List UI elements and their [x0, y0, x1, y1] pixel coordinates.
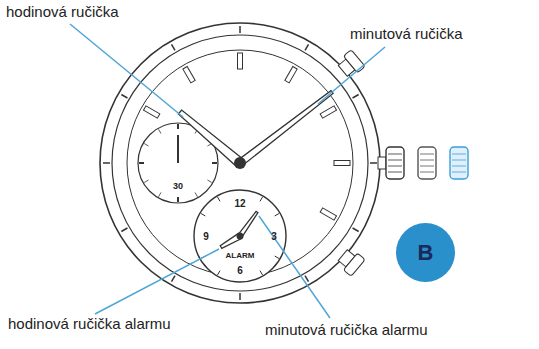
- leader-line: [259, 216, 330, 318]
- hour-marker: [285, 66, 297, 82]
- minute-hand: [238, 91, 333, 166]
- subdial-tick: [212, 162, 217, 164]
- dial-number: ALARM: [226, 252, 255, 261]
- leader-line: [95, 249, 219, 314]
- subdial-tick: [195, 192, 198, 196]
- callout-label: minutová ručička alarmu: [265, 322, 428, 339]
- leader-line: [70, 24, 183, 117]
- subdial-tick: [139, 162, 144, 164]
- dial-number: 6: [237, 265, 243, 276]
- callout-label: hodinová ručička alarmu: [8, 316, 171, 333]
- bezel-tick: [103, 162, 110, 164]
- subdial-tick: [260, 271, 263, 275]
- subdial-tick: [177, 197, 179, 202]
- pusher: [336, 50, 365, 80]
- bezel-tick: [305, 44, 309, 50]
- crown-position-active: [450, 147, 468, 179]
- bezel-tick: [370, 162, 377, 164]
- hour-marker: [320, 208, 336, 220]
- bezel-tick: [121, 228, 127, 232]
- crown-position: [418, 147, 436, 179]
- bezel-tick: [172, 276, 176, 282]
- subdial-tick: [275, 256, 279, 259]
- dial-number: 3: [271, 231, 277, 242]
- hour-marker: [334, 161, 350, 166]
- subdial-tick: [144, 180, 148, 183]
- hour-marker: [143, 106, 159, 118]
- subdial-hand: [177, 135, 179, 163]
- subdial-tick: [218, 271, 221, 275]
- centre-cap: [234, 157, 246, 169]
- hour-marker: [238, 53, 243, 69]
- subdial-tick: [159, 192, 162, 196]
- alarm-subdial: [194, 190, 286, 282]
- bezel-tick: [172, 44, 176, 50]
- bezel-ring: [112, 35, 368, 291]
- alarm-hand-cap: [237, 233, 244, 240]
- subdial-tick: [201, 214, 205, 217]
- watch-case: [100, 23, 380, 303]
- callout-label: minutová ručička: [350, 26, 463, 43]
- subdial-tick: [177, 124, 179, 129]
- subdial-tick: [218, 197, 221, 201]
- subdial-tick: [260, 197, 263, 201]
- badge-letter: B: [395, 222, 456, 283]
- bezel-tick: [239, 26, 241, 33]
- subdial-tick: [144, 144, 148, 147]
- subdial-tick: [275, 214, 279, 217]
- hour-hand: [178, 110, 243, 167]
- hour-marker: [320, 106, 336, 118]
- bezel-tick: [121, 95, 127, 99]
- bezel-tick: [305, 276, 309, 282]
- pusher: [336, 247, 365, 277]
- callout-label: hodinová ručička: [6, 4, 119, 21]
- dial-number: 9: [203, 231, 209, 242]
- bezel-tick: [353, 95, 359, 99]
- bezel-tick: [239, 293, 241, 300]
- hour-marker: [183, 66, 195, 82]
- bezel-tick: [353, 228, 359, 232]
- badge-circle: B: [395, 222, 456, 283]
- leader-line: [318, 47, 385, 104]
- subdial-tick: [159, 129, 162, 133]
- subdial-tick: [207, 180, 211, 183]
- badge-fill: [396, 223, 455, 282]
- dial-number: 12: [234, 198, 245, 209]
- crown-stem: [378, 157, 386, 169]
- dial-number: 30: [173, 182, 183, 192]
- crown: [386, 147, 404, 179]
